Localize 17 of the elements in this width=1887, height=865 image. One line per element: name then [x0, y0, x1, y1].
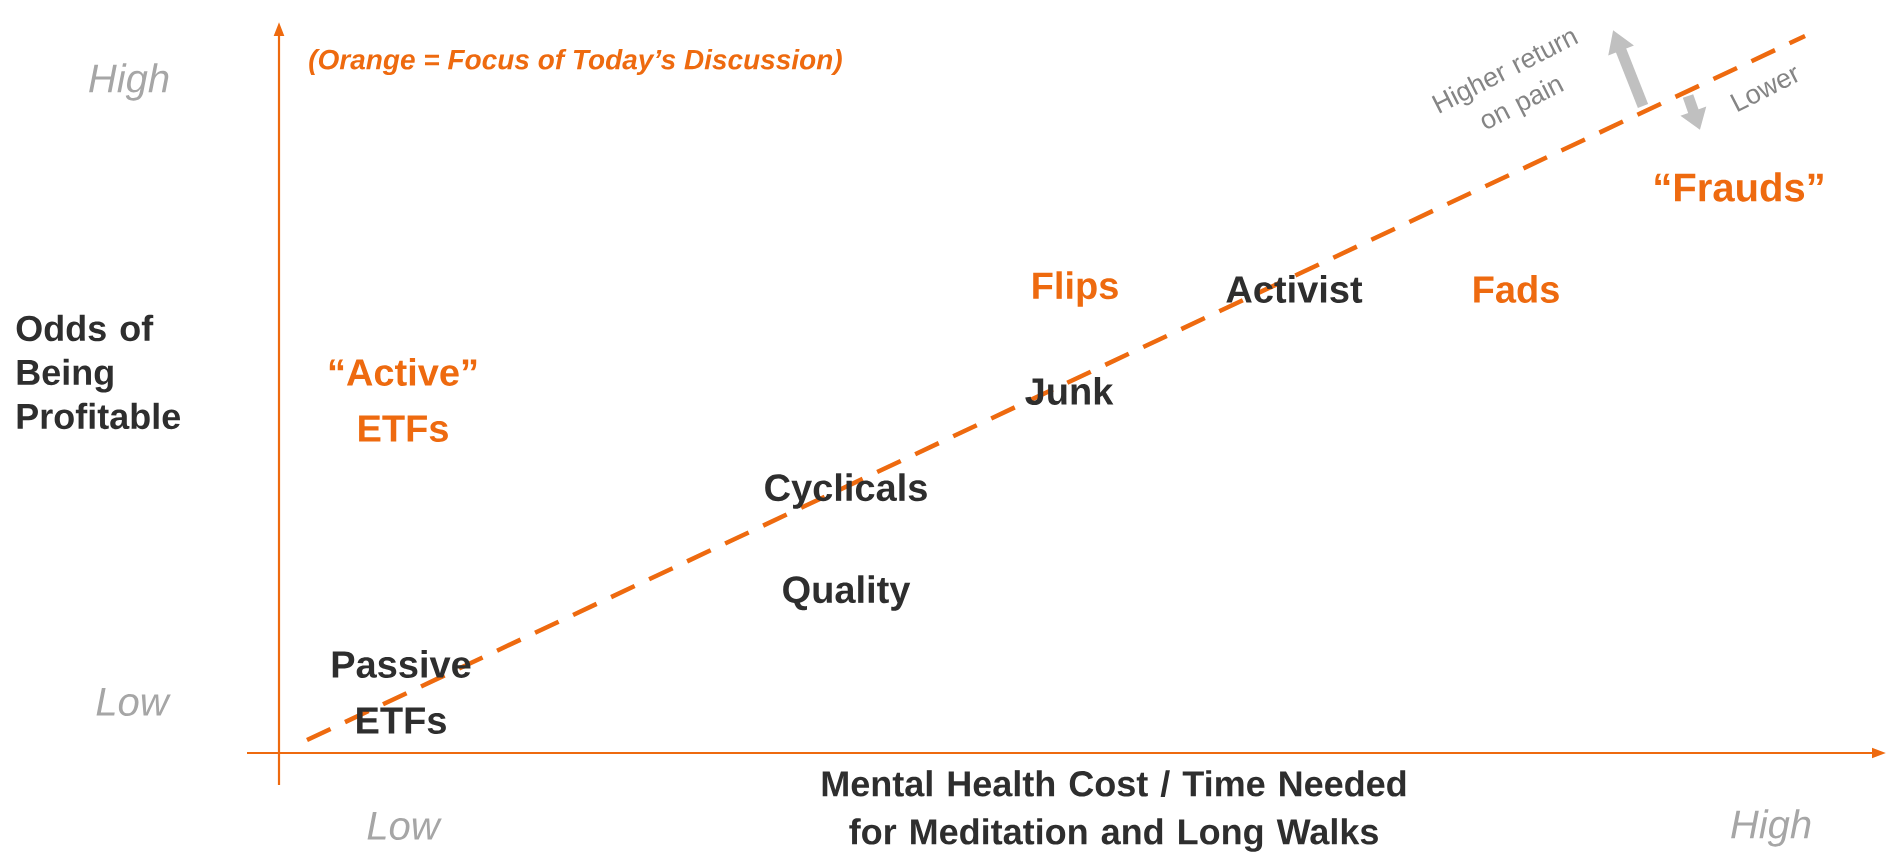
note: (Orange = Focus of Today’s Discussion): [309, 48, 842, 76]
category-label: Junk: [1025, 377, 1114, 405]
category-label: Flips: [1033, 271, 1118, 307]
axis-title: Odds of Being Profitable: [16, 314, 180, 430]
category-label: Quality: [783, 575, 911, 611]
axis-level-label: High: [89, 63, 169, 101]
category-label: Cyclicals: [765, 473, 927, 509]
axis-level-label: Low: [367, 812, 442, 840]
category-label: Passive ETFs: [332, 650, 471, 734]
axis-level-label: Low: [96, 688, 171, 716]
category-label: “Active” ETFs: [329, 358, 477, 442]
axis-level-label: High: [1731, 809, 1811, 847]
category-label: Activist: [1226, 275, 1363, 303]
category-label: Fads: [1474, 275, 1559, 303]
annotation: Lower: [1729, 66, 1798, 112]
category-label: “Frauds”: [1655, 172, 1823, 202]
axis-title: Mental Health Cost / Time Needed for Meditation and Long Walks: [822, 770, 1406, 852]
